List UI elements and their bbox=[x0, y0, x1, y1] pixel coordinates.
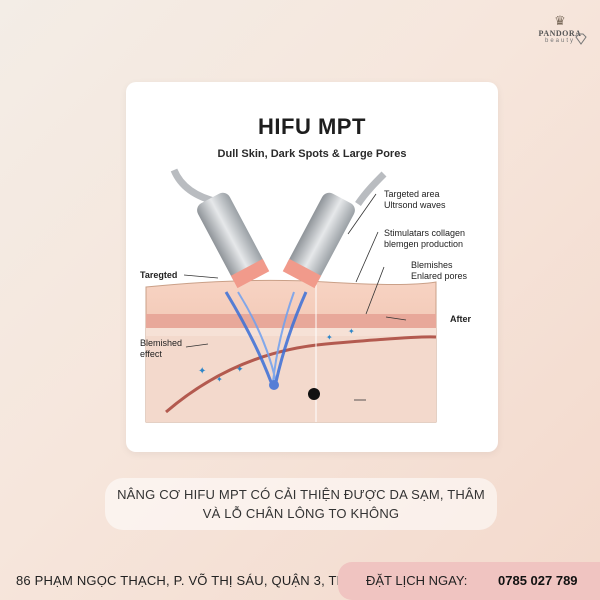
label-blemishes-line1: Blemishes bbox=[411, 260, 453, 270]
illustration-card: HIFU MPT Dull Skin, Dark Spots & Large P… bbox=[126, 82, 498, 452]
label-blemished-effect: Blemished effect bbox=[140, 338, 182, 360]
blemish-sparkles: ✦ ✦ ✦ ✦ ✦ bbox=[198, 327, 355, 384]
svg-text:✦: ✦ bbox=[216, 375, 223, 384]
svg-text:✦: ✦ bbox=[198, 366, 206, 377]
label-targeted-area-line2: Ultrsond waves bbox=[384, 200, 446, 210]
hifu-illustration: ✦ ✦ ✦ ✦ ✦ bbox=[145, 168, 437, 423]
marker-dot bbox=[308, 388, 320, 400]
svg-text:✦: ✦ bbox=[348, 327, 355, 336]
brand-tagline: beauty bbox=[544, 38, 575, 44]
brand-logo: ♛ PANDORA beauty bbox=[532, 14, 588, 58]
card-subtitle: Dull Skin, Dark Spots & Large Pores bbox=[217, 148, 407, 160]
label-targeted-area-line1: Targeted area bbox=[384, 189, 440, 199]
caption-line2: VÀ LỖ CHÂN LÔNG TO KHÔNG bbox=[202, 506, 400, 521]
label-blemished-line1: Blemished bbox=[140, 338, 183, 348]
caption-line1: NÂNG CƠ HIFU MPT CÓ CẢI THIỆN ĐƯỢC DA SẠ… bbox=[117, 487, 485, 502]
left-cable bbox=[170, 168, 219, 206]
brand-name: PANDORA bbox=[538, 29, 582, 38]
booking-label: ĐẶT LỊCH NGAY: bbox=[366, 573, 468, 588]
phone-number[interactable]: 0785 027 789 bbox=[498, 573, 578, 588]
card-title: HIFU MPT bbox=[258, 114, 366, 139]
svg-text:✦: ✦ bbox=[236, 364, 244, 374]
label-after: After bbox=[450, 314, 472, 324]
label-stimulates-line2: blemgen production bbox=[384, 239, 464, 249]
footer: 86 PHẠM NGỌC THẠCH, P. VÕ THỊ SÁU, QUẬN … bbox=[0, 562, 600, 600]
crown-icon: ♛ bbox=[554, 13, 566, 28]
right-probe bbox=[282, 192, 355, 289]
label-blemishes-line2: Enlared pores bbox=[411, 271, 468, 281]
svg-text:✦: ✦ bbox=[326, 333, 333, 342]
booking-button[interactable]: ĐẶT LỊCH NGAY: 0785 027 789 bbox=[338, 562, 600, 600]
diamond-icon bbox=[575, 33, 587, 45]
right-cable bbox=[355, 171, 387, 206]
label-stimulates-line1: Stimulatars collagen bbox=[384, 228, 466, 238]
label-taregted: Taregted bbox=[140, 270, 178, 280]
address-text: 86 PHẠM NGỌC THẠCH, P. VÕ THỊ SÁU, QUẬN … bbox=[16, 573, 378, 588]
skin-block bbox=[145, 279, 437, 423]
label-stimulates: Stimulatars collagen blemgen production bbox=[384, 228, 465, 250]
label-targeted-area: Targeted area Ultrsond waves bbox=[384, 189, 446, 211]
ultrasound-waves bbox=[224, 291, 308, 390]
label-blemished-line2: effect bbox=[140, 349, 162, 359]
caption-box: NÂNG CƠ HIFU MPT CÓ CẢI THIỆN ĐƯỢC DA SẠ… bbox=[105, 478, 497, 530]
left-probe bbox=[197, 192, 270, 289]
label-blemishes: Blemishes Enlared pores bbox=[411, 260, 467, 282]
